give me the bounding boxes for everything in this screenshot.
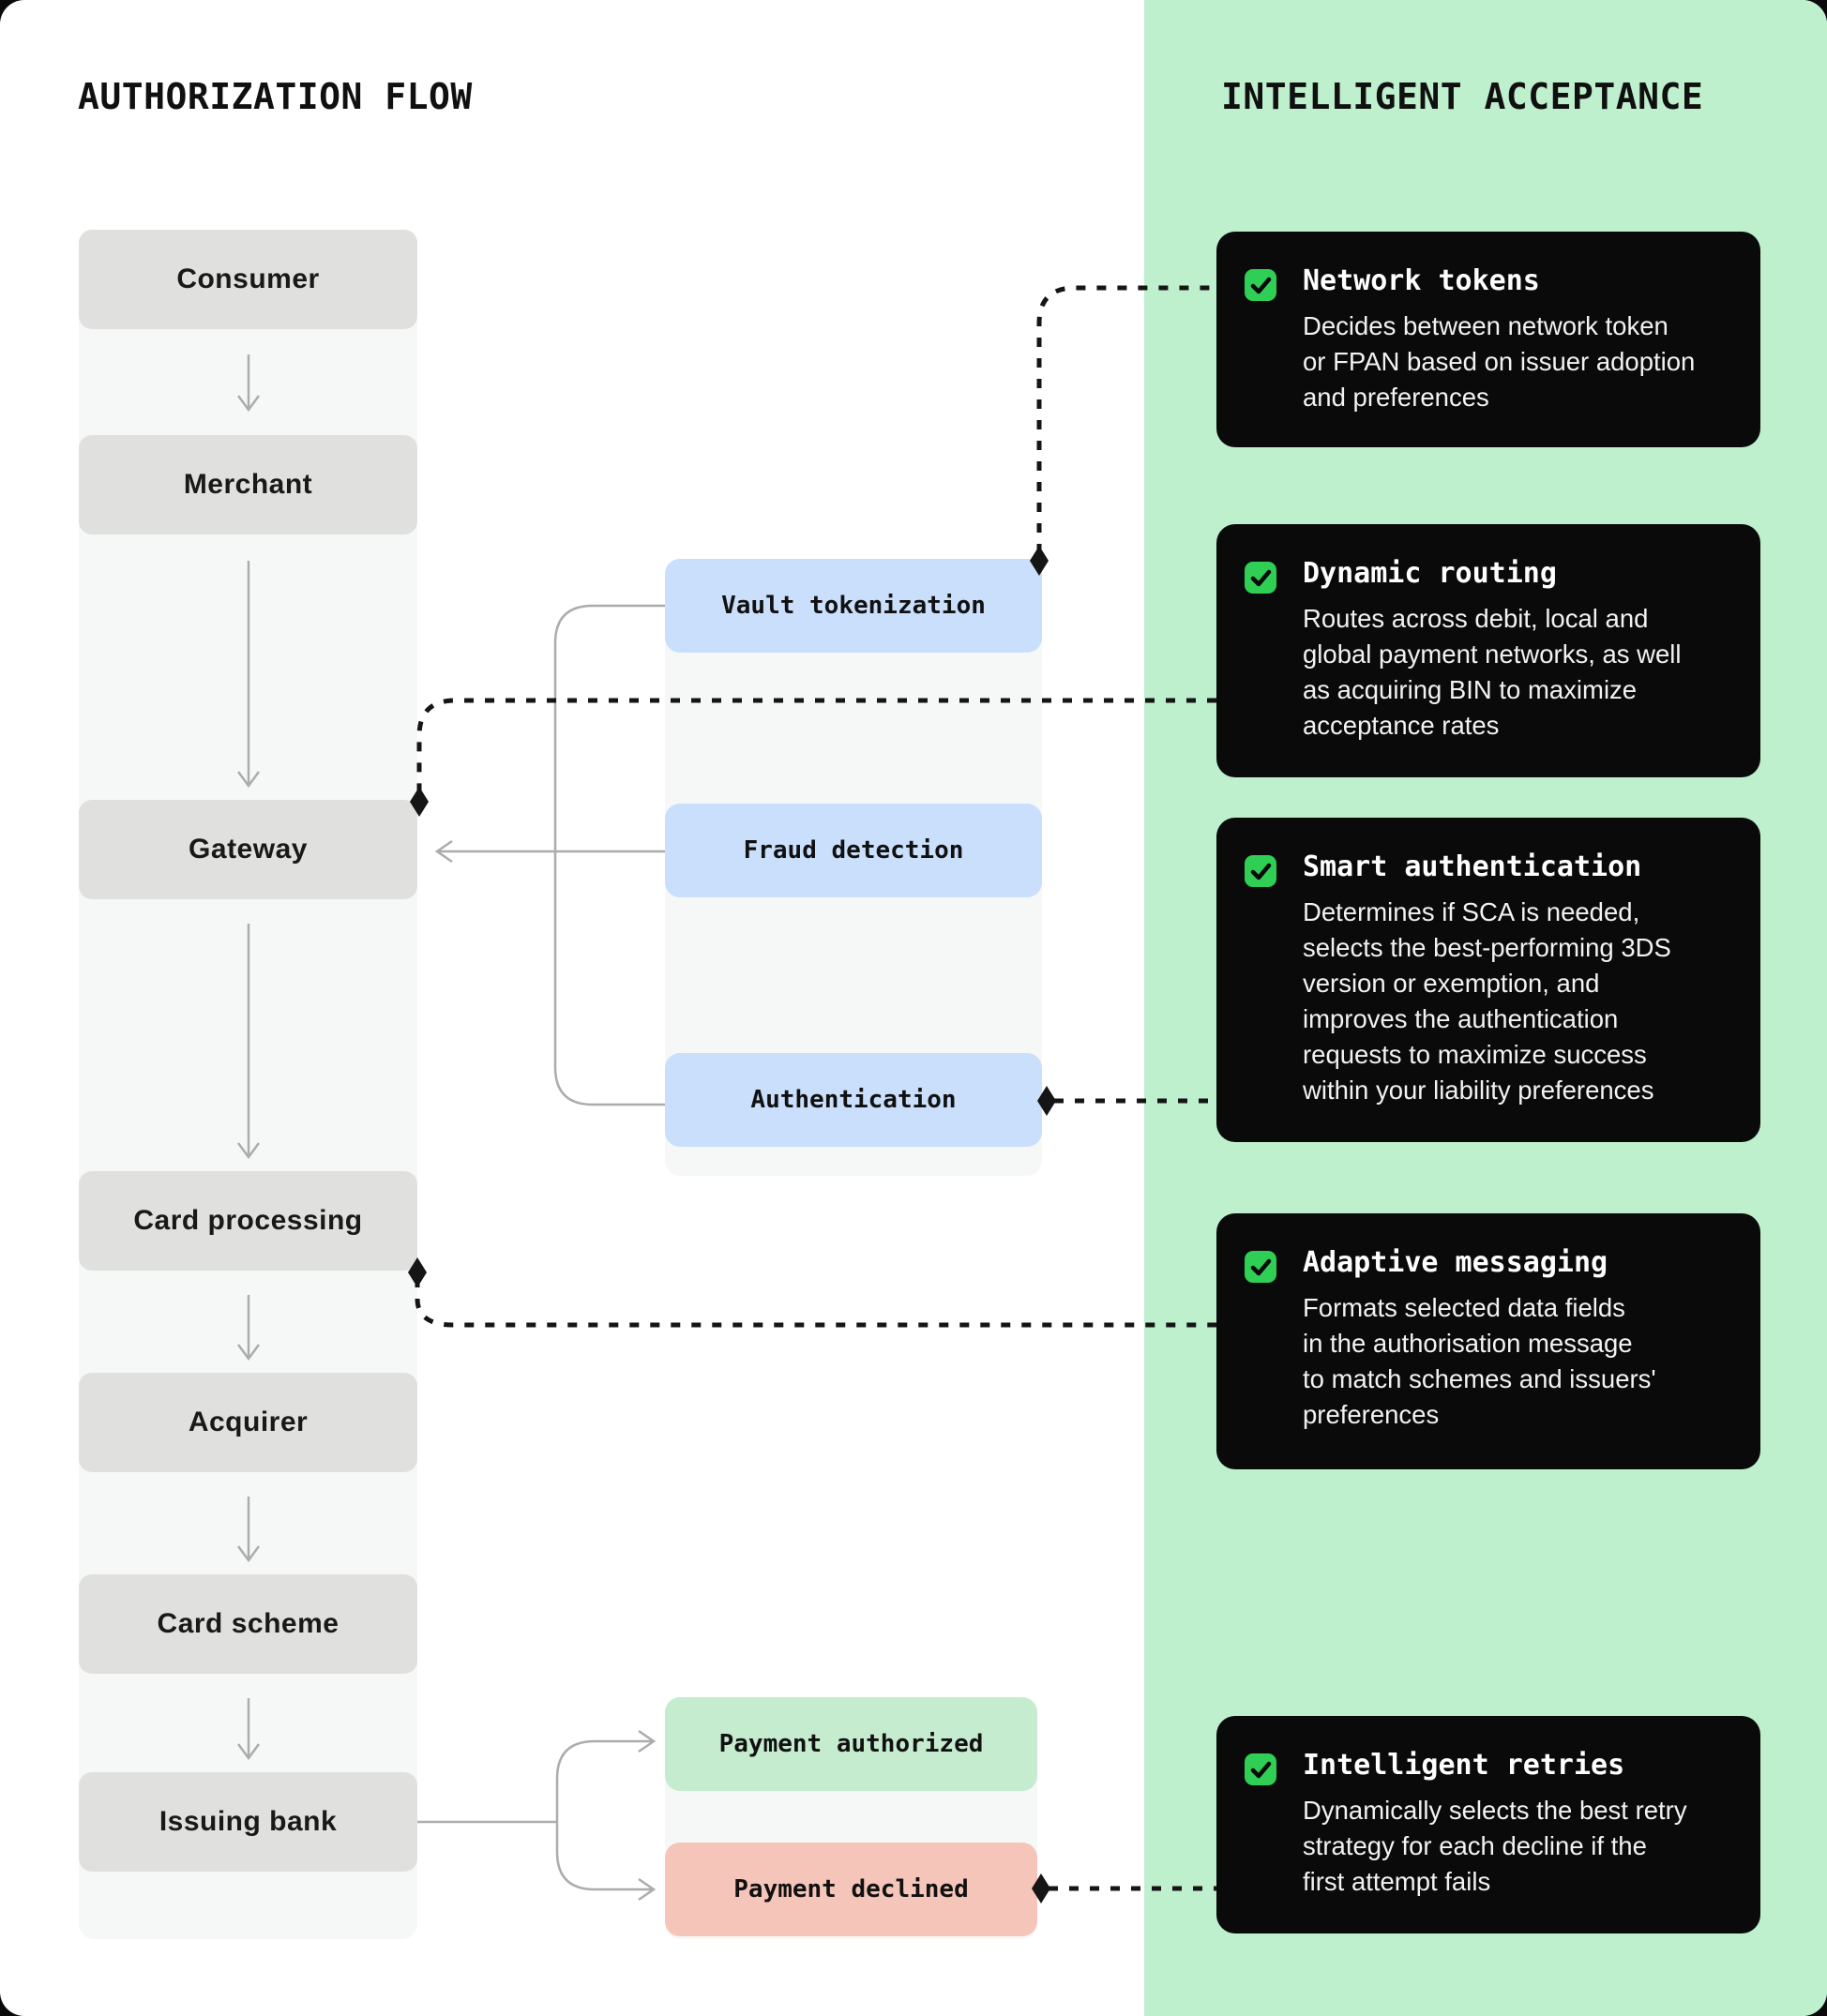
- flow-node-card-processing: Card processing: [79, 1171, 417, 1271]
- feature-card-network-tokens: Network tokens Decides between network t…: [1216, 232, 1760, 447]
- outcome-node-payment-declined: Payment declined: [665, 1843, 1037, 1936]
- flow-node-label: Acquirer: [188, 1407, 309, 1437]
- authorization-flow-title: AUTHORIZATION FLOW: [78, 76, 473, 117]
- arrow-fraud-to-gateway: [434, 839, 665, 864]
- flow-node-merchant: Merchant: [79, 435, 417, 534]
- flow-node-label: Consumer: [176, 263, 320, 294]
- services-bracket: [553, 604, 665, 1106]
- dotted-card-processing-to-adaptive-messaging: [415, 1278, 1216, 1328]
- service-node-label: Fraud detection: [743, 836, 964, 865]
- flow-node-label: Card scheme: [157, 1608, 340, 1639]
- feature-card-title: Network tokens: [1303, 264, 1540, 297]
- feature-card-title: Intelligent retries: [1303, 1749, 1625, 1782]
- flow-node-label: Issuing bank: [159, 1806, 338, 1837]
- feature-card-smart-authentication: Smart authentication Determines if SCA i…: [1216, 818, 1760, 1142]
- feature-card-adaptive-messaging: Adaptive messaging Formats selected data…: [1216, 1213, 1760, 1469]
- feature-card-title: Adaptive messaging: [1303, 1246, 1608, 1279]
- check-icon: [1245, 1251, 1276, 1283]
- feature-card-intelligent-retries: Intelligent retries Dynamically selects …: [1216, 1716, 1760, 1933]
- feature-card-body: Determines if SCA is needed, selects the…: [1303, 897, 1671, 1105]
- service-node-vault-tokenization: Vault tokenization: [665, 559, 1042, 653]
- flow-node-card-scheme: Card scheme: [79, 1574, 417, 1674]
- check-icon: [1245, 269, 1276, 301]
- flow-node-consumer: Consumer: [79, 230, 417, 329]
- outcome-node-label: Payment declined: [733, 1875, 969, 1903]
- arrow-to-payment-authorized: [555, 1729, 657, 1822]
- check-icon: [1245, 855, 1276, 887]
- outcome-node-payment-authorized: Payment authorized: [665, 1697, 1037, 1791]
- feature-card-body: Formats selected data fields in the auth…: [1303, 1293, 1656, 1429]
- feature-card-title: Dynamic routing: [1303, 557, 1557, 590]
- service-node-label: Authentication: [750, 1086, 957, 1114]
- service-node-fraud-detection: Fraud detection: [665, 804, 1042, 897]
- check-icon: [1245, 562, 1276, 594]
- flow-node-issuing-bank: Issuing bank: [79, 1772, 417, 1872]
- feature-card-title: Smart authentication: [1303, 850, 1642, 883]
- feature-card-body: Decides between network token or FPAN ba…: [1303, 311, 1696, 412]
- flow-node-label: Card processing: [133, 1205, 363, 1236]
- outcome-node-label: Payment authorized: [718, 1730, 984, 1758]
- arrow-to-payment-declined: [555, 1822, 657, 1902]
- feature-card-body: Routes across debit, local and global pa…: [1303, 604, 1682, 740]
- feature-card-dynamic-routing: Dynamic routing Routes across debit, loc…: [1216, 524, 1760, 777]
- flow-node-label: Gateway: [189, 834, 308, 865]
- service-node-authentication: Authentication: [665, 1053, 1042, 1147]
- feature-card-body: Dynamically selects the best retry strat…: [1303, 1796, 1687, 1896]
- flow-node-acquirer: Acquirer: [79, 1373, 417, 1472]
- flow-node-label: Merchant: [183, 469, 313, 500]
- check-icon: [1245, 1753, 1276, 1785]
- intelligent-acceptance-title: INTELLIGENT ACCEPTANCE: [1221, 76, 1704, 117]
- service-node-label: Vault tokenization: [721, 592, 986, 620]
- flow-node-gateway: Gateway: [79, 800, 417, 899]
